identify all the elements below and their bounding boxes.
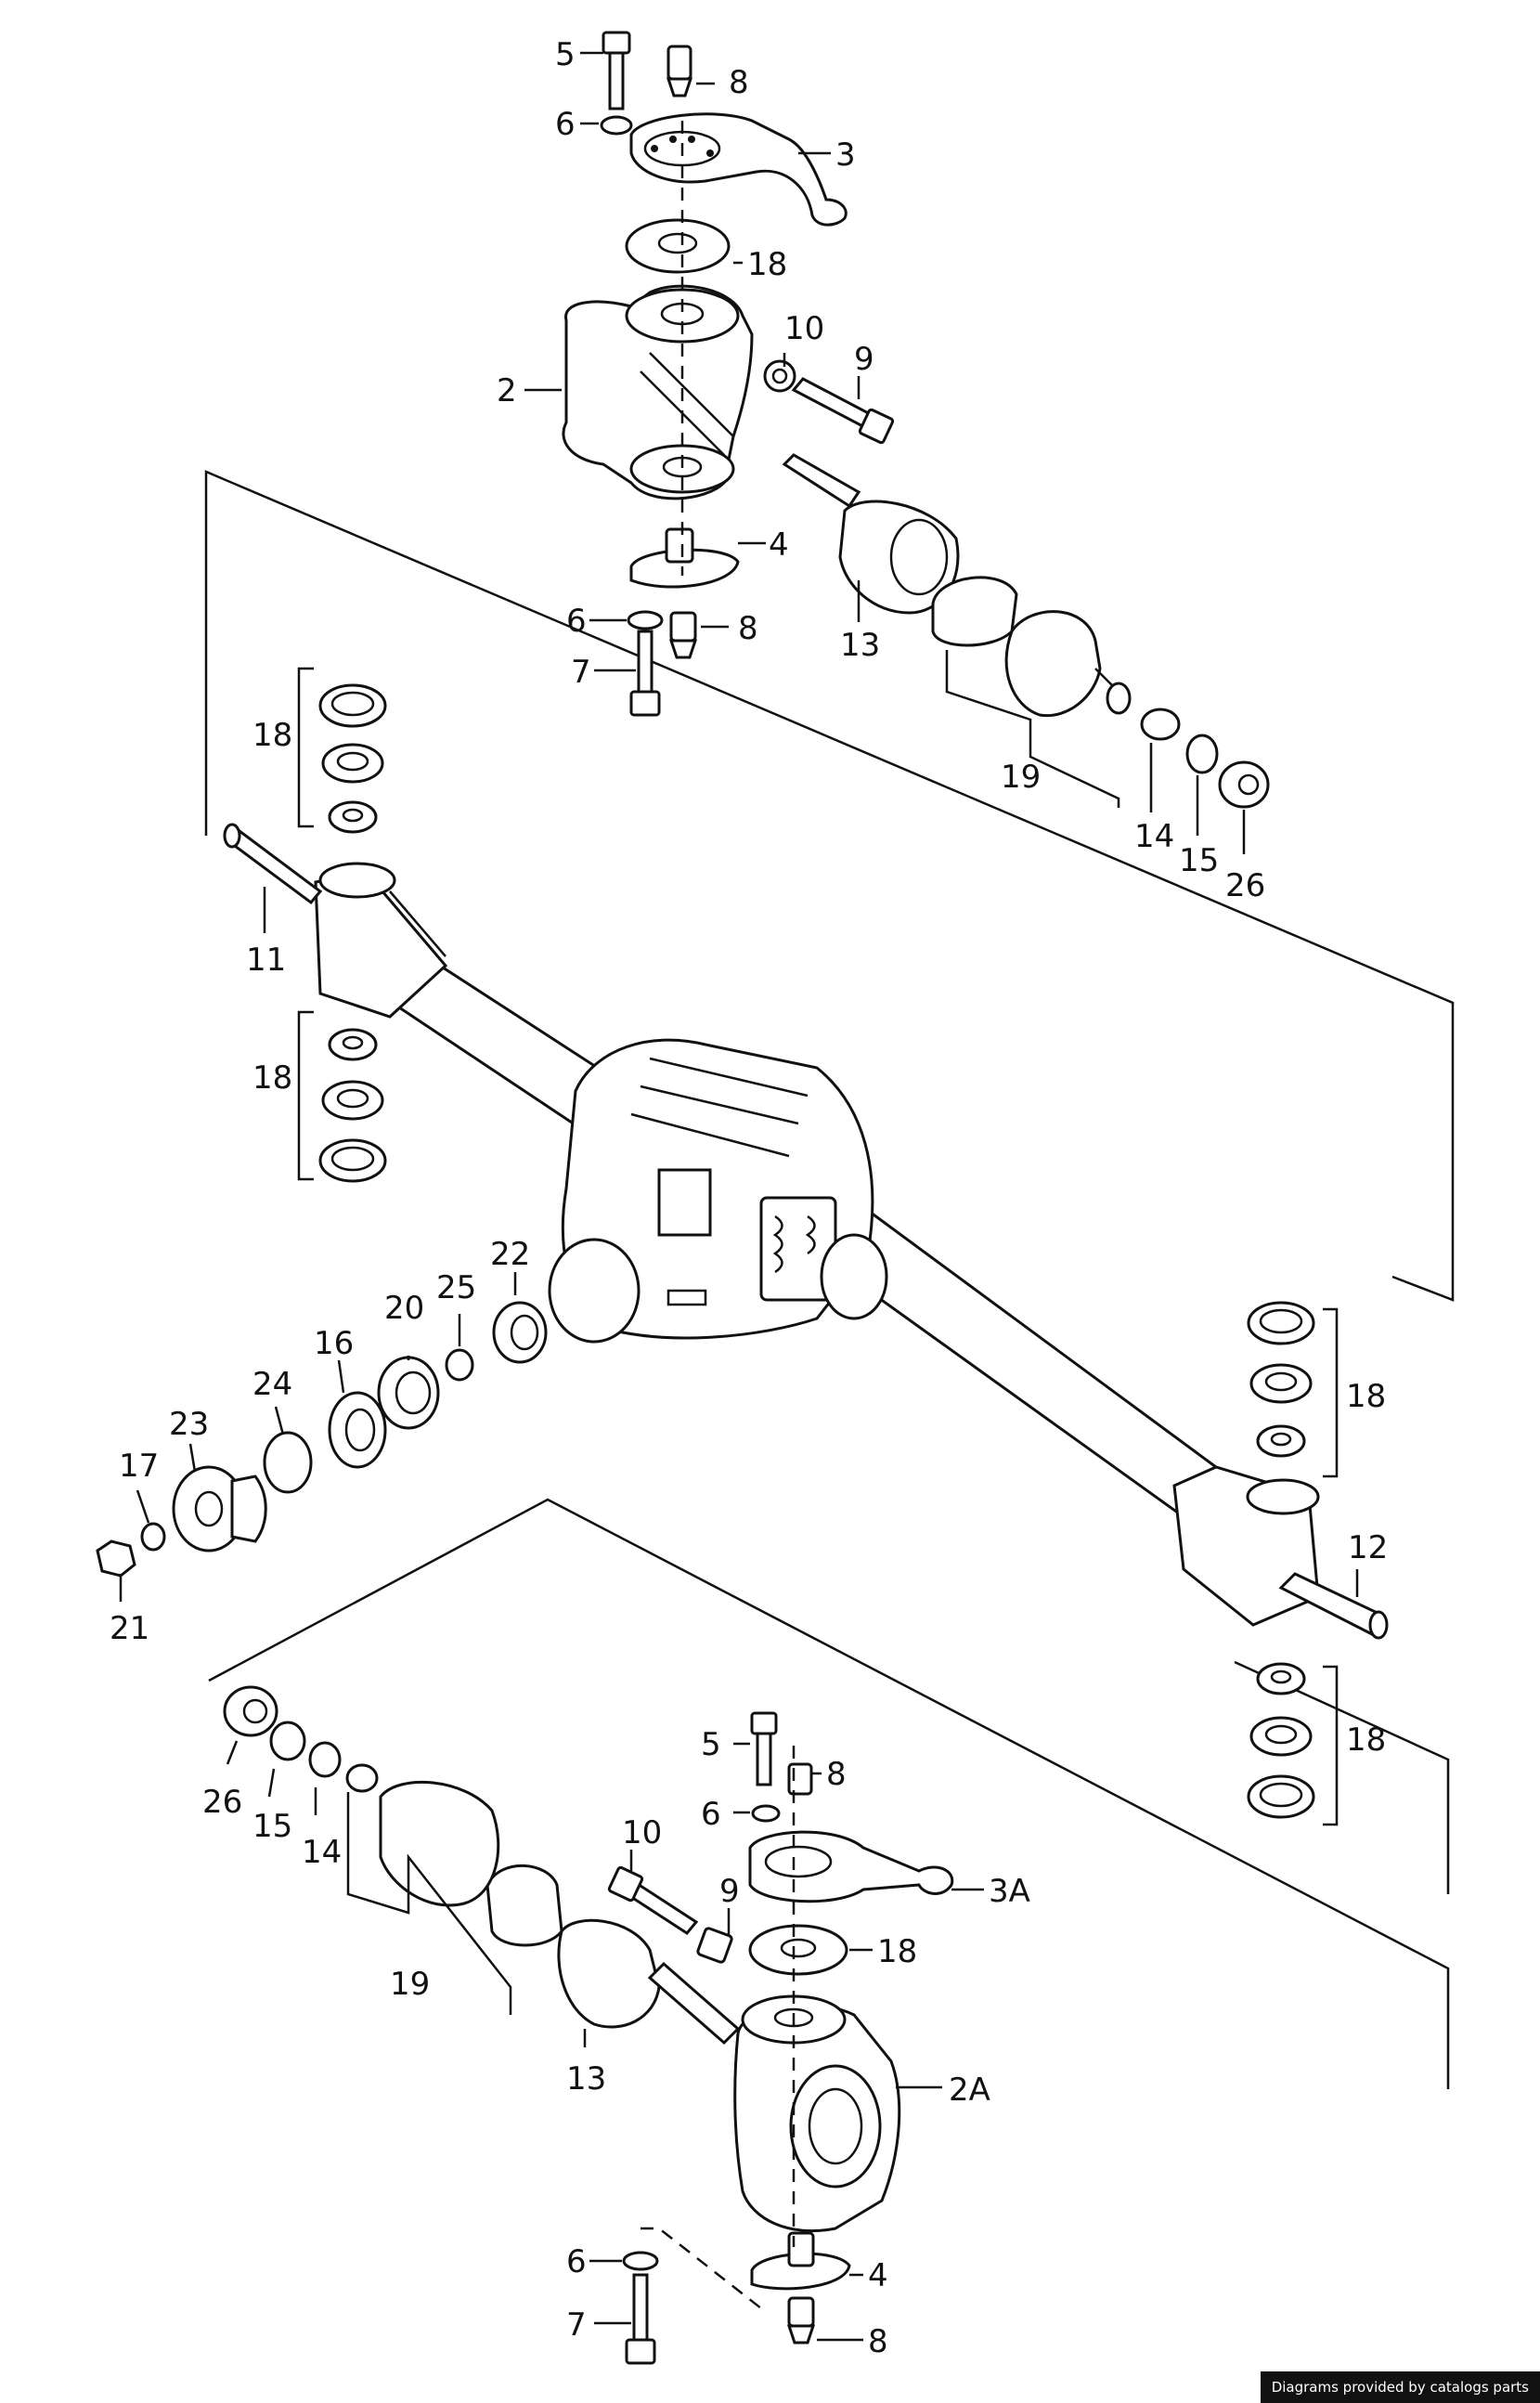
callout-18: 18 bbox=[747, 246, 787, 283]
callout-19b: 19 bbox=[390, 1966, 430, 2003]
callout-8: 8 bbox=[729, 64, 749, 101]
callout-4: 4 bbox=[769, 526, 789, 564]
assembly-frame-lines bbox=[204, 470, 1455, 2089]
leader-lines bbox=[119, 51, 1359, 2342]
callout-2: 2 bbox=[497, 372, 517, 409]
callout-11: 11 bbox=[246, 942, 286, 979]
callout-6d: 6 bbox=[566, 2243, 587, 2280]
callout-18-right-top: 18 bbox=[1346, 1378, 1386, 1415]
callout-6: 6 bbox=[555, 106, 576, 143]
right-axle-end bbox=[1172, 1465, 1320, 1627]
bottom-cv-joint-assembly bbox=[223, 1685, 741, 2046]
callout-7: 7 bbox=[571, 654, 591, 691]
pinion-flange-assembly bbox=[96, 1301, 548, 1578]
callout-8b: 8 bbox=[738, 610, 758, 647]
bottom-callouts: 26 15 14 19 13 5 8 6 10 9 3A 18 2A 6 4 7… bbox=[202, 1726, 1030, 2360]
bearing-stack-right-bottom bbox=[1247, 1662, 1315, 1819]
top-knuckle-assembly bbox=[562, 31, 895, 717]
callout-15: 15 bbox=[1179, 842, 1219, 879]
callout-17: 17 bbox=[119, 1448, 159, 1485]
right-knuckle-callouts: 18 12 18 bbox=[1346, 1378, 1388, 1759]
callout-6c: 6 bbox=[701, 1796, 721, 1833]
callout-14: 14 bbox=[1134, 818, 1174, 855]
callout-6b: 6 bbox=[566, 603, 587, 640]
bearing-stack-left-bottom bbox=[318, 1028, 387, 1183]
callout-18-right-bottom: 18 bbox=[1346, 1721, 1386, 1759]
callout-26b: 26 bbox=[202, 1784, 242, 1821]
callout-9b: 9 bbox=[719, 1873, 740, 1910]
left-axle-end bbox=[314, 862, 448, 1019]
callout-4b: 4 bbox=[868, 2257, 888, 2294]
callout-26: 26 bbox=[1225, 867, 1265, 904]
callout-21: 21 bbox=[110, 1610, 149, 1647]
bearing-stack-left-top bbox=[318, 683, 387, 834]
left-knuckle-callouts: 18 11 18 bbox=[246, 717, 292, 1097]
callout-5: 5 bbox=[555, 36, 576, 73]
callout-2A: 2A bbox=[949, 2072, 990, 2109]
callout-18-left-top: 18 bbox=[252, 717, 292, 754]
callout-12: 12 bbox=[1348, 1529, 1388, 1566]
callout-24: 24 bbox=[252, 1366, 292, 1403]
axle-shaft-right bbox=[1278, 1572, 1389, 1640]
bearing-stack-right-top bbox=[1247, 1301, 1315, 1458]
callout-13b: 13 bbox=[566, 2060, 606, 2098]
differential-callouts: 22 25 20 16 24 23 17 21 bbox=[110, 1236, 530, 1647]
callout-3: 3 bbox=[835, 136, 856, 174]
top-callouts: 5 8 6 3 18 10 9 2 4 6 8 7 13 19 14 15 26 bbox=[497, 36, 1265, 904]
callout-18-left-bottom: 18 bbox=[252, 1059, 292, 1097]
credit-badge: Diagrams provided by catalogs parts bbox=[1260, 2371, 1540, 2403]
callout-20: 20 bbox=[384, 1290, 424, 1327]
top-cv-joint-assembly bbox=[782, 453, 1270, 809]
callout-16: 16 bbox=[314, 1325, 354, 1362]
callout-23: 23 bbox=[169, 1406, 209, 1443]
callout-9: 9 bbox=[854, 341, 874, 378]
bottom-knuckle-assembly bbox=[607, 1711, 954, 2365]
callout-5b: 5 bbox=[701, 1726, 721, 1763]
callout-15b: 15 bbox=[252, 1808, 292, 1845]
callout-22: 22 bbox=[490, 1236, 530, 1273]
callout-25: 25 bbox=[436, 1269, 476, 1306]
callout-13: 13 bbox=[840, 627, 880, 664]
callout-10: 10 bbox=[784, 310, 824, 347]
axle-shaft-left bbox=[223, 823, 323, 905]
axle-housing bbox=[326, 931, 1219, 1516]
callout-10b: 10 bbox=[622, 1814, 662, 1851]
callout-7b: 7 bbox=[566, 2306, 587, 2344]
callout-3A: 3A bbox=[989, 1873, 1030, 1910]
callout-14b: 14 bbox=[302, 1834, 342, 1871]
callout-19: 19 bbox=[1001, 759, 1041, 796]
callout-8d: 8 bbox=[868, 2323, 888, 2360]
callout-18b: 18 bbox=[877, 1933, 917, 1970]
callout-8c: 8 bbox=[826, 1756, 847, 1793]
